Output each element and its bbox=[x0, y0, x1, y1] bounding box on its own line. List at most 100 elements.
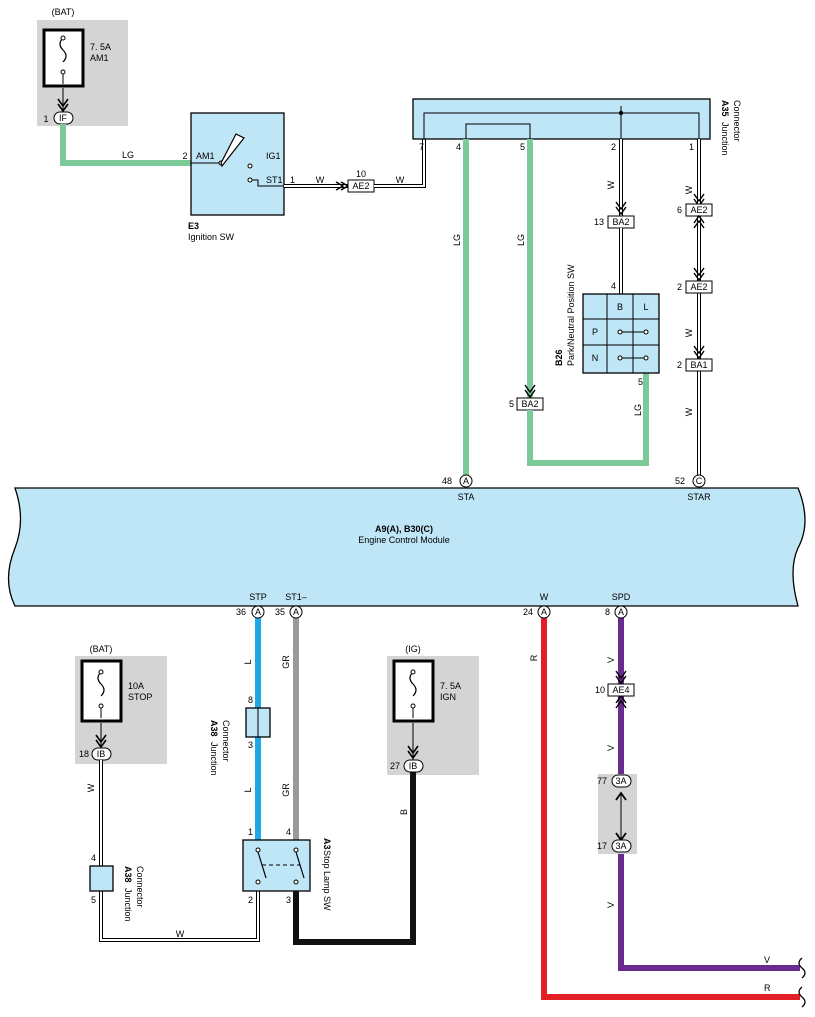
fuse-stop: (BAT) 10A STOP bbox=[75, 644, 167, 764]
pin-j38b-8: 8 bbox=[248, 695, 253, 705]
pin-ib-27: 27 bbox=[390, 761, 400, 771]
fuse-ign: (IG) 7. 5A IGN bbox=[387, 644, 479, 775]
ecm-st1m-label: ST1– bbox=[285, 592, 307, 602]
ecm-w-label: W bbox=[540, 592, 549, 602]
wire-label-w-star: W bbox=[684, 407, 694, 416]
ecm-stp-label: STP bbox=[249, 592, 267, 602]
svg-text:AE2: AE2 bbox=[352, 181, 369, 191]
park-neutral-position-switch: B L P N bbox=[582, 293, 660, 374]
svg-text:A: A bbox=[618, 607, 624, 617]
wire-v bbox=[618, 852, 800, 971]
pin-ecm-24: 24 bbox=[523, 607, 533, 617]
source-bat2-label: (BAT) bbox=[90, 644, 113, 654]
ecm-terminal-sta: A bbox=[459, 474, 473, 488]
pin-j38a-5: 5 bbox=[91, 895, 96, 905]
wire-label-w-bottom: W bbox=[176, 929, 185, 939]
pin-3a-77: 77 bbox=[597, 776, 607, 786]
pin-j35-2: 2 bbox=[611, 142, 616, 152]
j35-code: A35 bbox=[720, 100, 730, 117]
connector-3a-lower: 3A bbox=[611, 839, 632, 853]
junction-connector-a38-left bbox=[89, 865, 114, 892]
fuse-ign-name: IGN bbox=[440, 692, 456, 702]
ignition-st1-label: ST1 bbox=[266, 175, 283, 185]
pin-ae4-10: 10 bbox=[595, 685, 605, 695]
connector-ae2-j35: AE2 bbox=[685, 203, 713, 217]
pin-st1-1: 1 bbox=[290, 175, 295, 185]
wire-label-v-1: V bbox=[606, 657, 616, 663]
ignition-name: Ignition SW bbox=[188, 232, 235, 242]
pnp-row-n: N bbox=[592, 353, 599, 363]
pin-j35-5: 5 bbox=[520, 142, 525, 152]
j35-name1: Junction bbox=[720, 122, 730, 156]
connector-if: IF bbox=[53, 111, 74, 125]
ecm-terminal-st1: A bbox=[289, 605, 303, 619]
pnp-name: Park/Neutral Position SW bbox=[566, 264, 576, 366]
stop-lamp-code: A3 bbox=[322, 838, 332, 850]
svg-text:IF: IF bbox=[59, 113, 68, 123]
svg-text:IB: IB bbox=[409, 761, 418, 771]
pin-sl-2: 2 bbox=[248, 895, 253, 905]
pin-j35-4: 4 bbox=[456, 142, 461, 152]
pin-ae2-6: 6 bbox=[677, 205, 682, 215]
pin-ecm-48: 48 bbox=[442, 476, 452, 486]
pin-j35-1: 1 bbox=[689, 142, 694, 152]
pin-ecm-36: 36 bbox=[236, 607, 246, 617]
ecm-terminal-spd: A bbox=[614, 605, 628, 619]
pnp-col-b: B bbox=[617, 302, 623, 312]
fuse-stop-name: STOP bbox=[128, 692, 152, 702]
wire-label-w-ba1: W bbox=[684, 328, 694, 337]
svg-text:BA2: BA2 bbox=[612, 217, 629, 227]
svg-text:C: C bbox=[696, 476, 703, 486]
j38b-code: A38 bbox=[209, 720, 219, 737]
pin-pnp-5: 5 bbox=[638, 377, 643, 387]
wire-label-b: B bbox=[399, 809, 409, 815]
ecm-terminal-w: A bbox=[537, 605, 551, 619]
ecm-spd-label: SPD bbox=[612, 592, 631, 602]
pin-ba2-5: 5 bbox=[509, 399, 514, 409]
connector-ae4: AE4 bbox=[607, 683, 635, 697]
pin-pnp-4: 4 bbox=[611, 281, 616, 291]
pin-ecm-35: 35 bbox=[275, 607, 285, 617]
pin-ae2-2: 2 bbox=[677, 282, 682, 292]
wire-label-w-st1: W bbox=[316, 175, 325, 185]
stop-lamp-name: Stop Lamp SW bbox=[322, 850, 332, 911]
ecm-code: A9(A), B30(C) bbox=[375, 524, 433, 534]
connector-ae2-ignition: AE2 bbox=[347, 179, 375, 193]
pin-j35-7: 7 bbox=[419, 142, 424, 152]
fuse-am1-rating: 7. 5A bbox=[90, 42, 111, 52]
j38a-code: A38 bbox=[123, 866, 133, 883]
svg-text:A: A bbox=[541, 607, 547, 617]
wire-b bbox=[293, 772, 416, 945]
connector-ib-stop: IB bbox=[91, 747, 112, 761]
wire-w-stop bbox=[99, 760, 260, 942]
svg-text:AE2: AE2 bbox=[690, 282, 707, 292]
pin-if-1: 1 bbox=[43, 114, 48, 124]
svg-text:A: A bbox=[293, 607, 299, 617]
ecm-sta-label: STA bbox=[458, 492, 475, 502]
fuse-ign-rating: 7. 5A bbox=[440, 681, 461, 691]
pnp-code: B26 bbox=[554, 349, 564, 366]
svg-text:BA2: BA2 bbox=[521, 399, 538, 409]
wire-label-w-ib: W bbox=[86, 783, 96, 792]
engine-control-module bbox=[7, 487, 806, 607]
pin-ib-18: 18 bbox=[79, 749, 89, 759]
source-bat-label: (BAT) bbox=[52, 7, 75, 17]
svg-text:3A: 3A bbox=[615, 776, 626, 786]
ecm-terminal-star: C bbox=[692, 474, 706, 488]
junction-connector-a35 bbox=[412, 98, 711, 140]
wire-lg-pnp bbox=[527, 373, 649, 466]
ecm-star-label: STAR bbox=[687, 492, 711, 502]
pnp-row-p: P bbox=[592, 327, 598, 337]
wire-label-lg-sta: LG bbox=[452, 234, 462, 246]
wire-label-l-upper: L bbox=[243, 659, 253, 664]
j38a-name2: Connector bbox=[135, 866, 145, 908]
fuse-stop-rating: 10A bbox=[128, 681, 144, 691]
svg-text:BA1: BA1 bbox=[690, 360, 707, 370]
wire-label-r-end: R bbox=[764, 983, 771, 993]
wire-r bbox=[541, 618, 800, 1000]
pin-ecm-8: 8 bbox=[605, 607, 610, 617]
ecm-name: Engine Control Module bbox=[358, 535, 450, 545]
fuse-am1: (BAT) 7. 5A AM1 bbox=[37, 7, 128, 126]
j35-name2: Connector bbox=[732, 100, 742, 142]
stop-lamp-switch bbox=[242, 839, 311, 892]
